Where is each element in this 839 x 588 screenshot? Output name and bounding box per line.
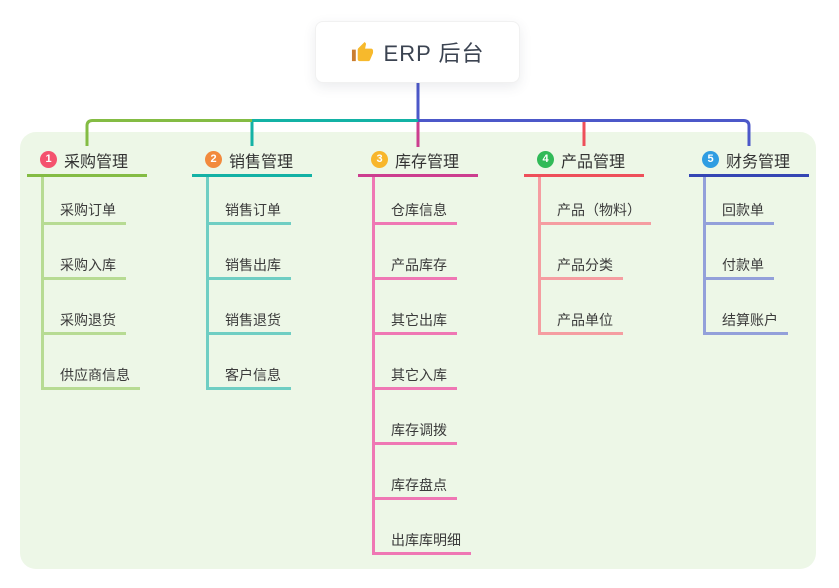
branch-title-label: 销售管理: [229, 153, 294, 171]
child-node[interactable]: 销售出库: [209, 225, 291, 280]
child-node[interactable]: 产品分类: [541, 225, 623, 280]
child-node[interactable]: 采购退货: [44, 280, 126, 335]
root-node-title: ERP 后台: [383, 41, 485, 66]
child-node[interactable]: 产品（物料）: [541, 177, 651, 225]
branch-3: 3 库存管理仓库信息产品库存其它出库其它入库库存调拨库存盘点出库库明细: [358, 145, 478, 555]
branch-children-list: 回款单付款单结算账户: [703, 177, 788, 335]
branch-2: 2 销售管理销售订单销售出库销售退货客户信息: [192, 145, 312, 390]
branch-title[interactable]: 1 采购管理: [27, 145, 147, 177]
child-node[interactable]: 其它入库: [375, 335, 457, 390]
child-node[interactable]: 销售订单: [209, 177, 291, 225]
child-node[interactable]: 出库库明细: [375, 500, 471, 555]
branch-children-list: 销售订单销售出库销售退货客户信息: [206, 177, 291, 390]
branch-title-label: 库存管理: [395, 153, 460, 171]
child-node[interactable]: 库存盘点: [375, 445, 457, 500]
child-node[interactable]: 产品单位: [541, 280, 623, 335]
child-node[interactable]: 库存调拨: [375, 390, 457, 445]
child-node[interactable]: 销售退货: [209, 280, 291, 335]
branch-title[interactable]: 3 库存管理: [358, 145, 478, 177]
child-node[interactable]: 其它出库: [375, 280, 457, 335]
child-node[interactable]: 客户信息: [209, 335, 291, 390]
child-node[interactable]: 采购入库: [44, 225, 126, 280]
branch-1: 1 采购管理采购订单采购入库采购退货供应商信息: [27, 145, 147, 390]
branch-title-label: 产品管理: [561, 153, 626, 171]
branch-title-label: 采购管理: [64, 153, 129, 171]
branch-children-list: 产品（物料）产品分类产品单位: [538, 177, 651, 335]
thumbs-up-icon: [351, 41, 373, 61]
branch-number-badge: 2: [205, 151, 222, 168]
root-node[interactable]: ERP 后台: [315, 21, 520, 83]
canvas-panel: [20, 132, 816, 569]
branch-number-badge: 4: [537, 151, 554, 168]
child-node[interactable]: 供应商信息: [44, 335, 140, 390]
branch-4: 4 产品管理产品（物料）产品分类产品单位: [524, 145, 651, 335]
child-node[interactable]: 采购订单: [44, 177, 126, 225]
branch-title[interactable]: 2 销售管理: [192, 145, 312, 177]
child-node[interactable]: 结算账户: [706, 280, 788, 335]
child-node[interactable]: 回款单: [706, 177, 774, 225]
child-node[interactable]: 付款单: [706, 225, 774, 280]
branch-children-list: 采购订单采购入库采购退货供应商信息: [41, 177, 140, 390]
branch-number-badge: 5: [702, 151, 719, 168]
branch-title-label: 财务管理: [726, 153, 791, 171]
branch-children-list: 仓库信息产品库存其它出库其它入库库存调拨库存盘点出库库明细: [372, 177, 471, 555]
branch-number-badge: 3: [371, 151, 388, 168]
child-node[interactable]: 仓库信息: [375, 177, 457, 225]
branch-title[interactable]: 4 产品管理: [524, 145, 644, 177]
branch-title[interactable]: 5 财务管理: [689, 145, 809, 177]
branch-number-badge: 1: [40, 151, 57, 168]
branch-5: 5 财务管理回款单付款单结算账户: [689, 145, 809, 335]
child-node[interactable]: 产品库存: [375, 225, 457, 280]
